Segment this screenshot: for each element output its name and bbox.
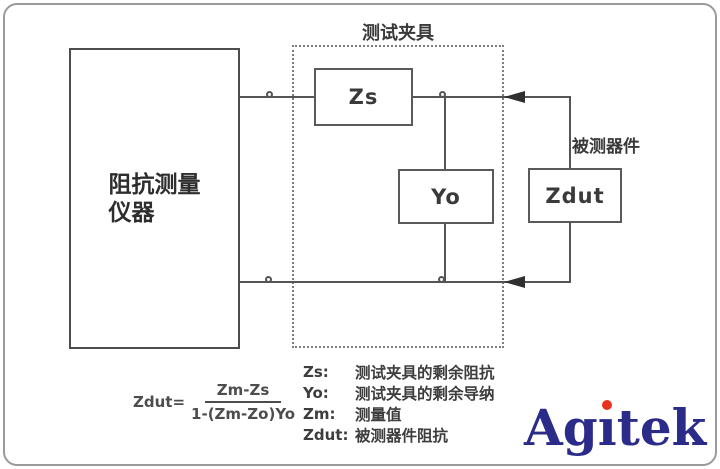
fixture-title: 测试夹具 xyxy=(362,23,434,44)
connector-node xyxy=(438,276,445,283)
instrument-label: 阻抗测量 仪器 xyxy=(109,171,201,227)
logo-dotless-i: ı xyxy=(597,398,617,457)
formula-denominator: 1-(Zm-Zo)Yo xyxy=(191,405,296,423)
legend-row: Yo: 测试夹具的剩余导纳 xyxy=(303,383,495,403)
legend-term: Zm: xyxy=(303,405,336,423)
wire-dut-top-vertical xyxy=(569,96,571,168)
fixture-dashed-box xyxy=(292,45,504,348)
logo-text-part1: Ag xyxy=(524,398,598,457)
legend-row: Zm: 测量值 xyxy=(303,404,495,424)
signal-arrow-left-icon xyxy=(504,91,525,103)
legend-desc: 被测器件阻抗 xyxy=(355,427,449,445)
logo-i-dot-icon xyxy=(602,400,613,410)
wire-dut-bottom-vertical xyxy=(569,223,571,283)
legend-term: Zdut: xyxy=(303,426,349,444)
legend-row: Zs: 测试夹具的剩余阻抗 xyxy=(303,362,495,382)
zdut-box: Zdut xyxy=(528,168,622,223)
formula-numerator: Zm-Zs xyxy=(204,381,282,403)
signal-arrow-left-icon xyxy=(504,276,525,288)
connector-node xyxy=(266,91,273,98)
legend-desc: 测量值 xyxy=(355,406,402,424)
yo-box: Yo xyxy=(398,169,494,224)
logo-text-part2: tek xyxy=(616,398,707,457)
legend-term: Zs: xyxy=(303,363,329,381)
instrument-box: 阻抗测量 仪器 xyxy=(69,48,240,349)
formula: Zdut= Zm-Zs 1-(Zm-Zo)Yo xyxy=(133,381,295,423)
yo-label: Yo xyxy=(431,184,461,209)
zs-label: Zs xyxy=(348,85,379,109)
zs-box: Zs xyxy=(314,68,413,126)
connector-node xyxy=(265,276,272,283)
wire-bottom xyxy=(240,281,571,283)
wire-yo-bottom-vertical xyxy=(444,224,446,282)
formula-lhs: Zdut= xyxy=(133,393,186,411)
legend-desc: 测试夹具的剩余阻抗 xyxy=(355,364,495,382)
instrument-label-line1: 阻抗测量 xyxy=(108,171,201,198)
logo-letter-i: ı xyxy=(598,399,617,457)
wire-zs-yo-vertical xyxy=(444,98,446,169)
legend-desc: 测试夹具的剩余导纳 xyxy=(355,385,495,403)
zdut-label: Zdut xyxy=(545,183,605,208)
dut-title: 被测器件 xyxy=(572,137,640,157)
wire-top-right xyxy=(413,96,571,98)
connector-node xyxy=(439,91,446,98)
legend-term: Yo: xyxy=(303,384,329,402)
wire-top-left xyxy=(240,96,314,98)
legend: Zs: 测试夹具的剩余阻抗 Yo: 测试夹具的剩余导纳 Zm: 测量值 Zdut… xyxy=(303,362,495,446)
legend-row: Zdut: 被测器件阻抗 xyxy=(303,425,495,445)
instrument-label-line2: 仪器 xyxy=(108,199,155,226)
formula-fraction: Zm-Zs 1-(Zm-Zo)Yo xyxy=(191,381,295,423)
page-border xyxy=(3,3,717,466)
